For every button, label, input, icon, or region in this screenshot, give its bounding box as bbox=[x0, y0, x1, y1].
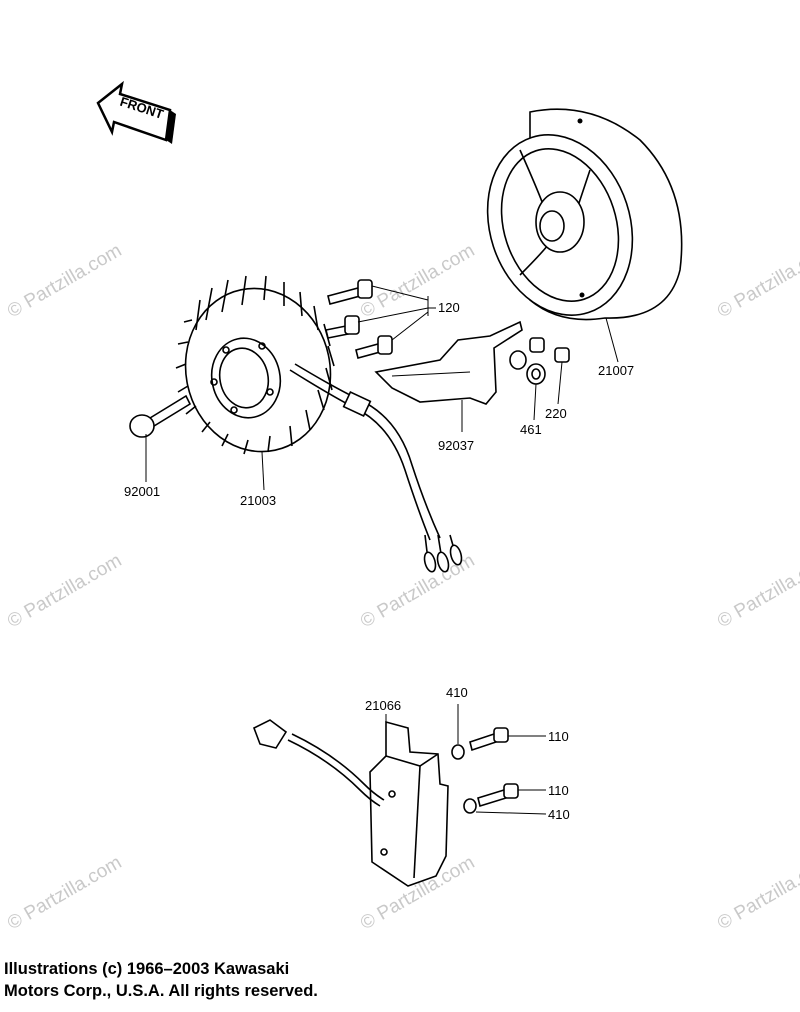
part-label-21003: 21003 bbox=[240, 493, 276, 508]
stator-coil bbox=[175, 275, 463, 573]
watermark: © Partzilla.com bbox=[4, 852, 125, 934]
regulator-21066 bbox=[252, 704, 547, 887]
part-label-92037: 92037 bbox=[438, 438, 474, 453]
watermark: © Partzilla.com bbox=[714, 550, 800, 632]
fastener-461-220 bbox=[509, 337, 570, 421]
watermark: © Partzilla.com bbox=[4, 240, 125, 322]
copyright-notice: Illustrations (c) 1966–2003 Kawasaki Mot… bbox=[4, 958, 524, 1002]
part-label-120: 120 bbox=[438, 300, 460, 315]
part-label-92001: 92001 bbox=[124, 484, 160, 499]
part-label-110-top: 110 bbox=[548, 729, 569, 744]
watermark: © Partzilla.com bbox=[714, 852, 800, 934]
screw-120-group bbox=[325, 279, 436, 359]
part-labels: 120 21007 461 220 92037 92001 21003 2106… bbox=[124, 300, 634, 822]
front-arrow-icon: FRONT bbox=[96, 80, 176, 144]
part-label-410-bottom: 410 bbox=[548, 807, 570, 822]
part-label-21007: 21007 bbox=[598, 363, 634, 378]
watermark: © Partzilla.com bbox=[4, 550, 125, 632]
part-label-410-top: 410 bbox=[446, 685, 468, 700]
part-label-461: 461 bbox=[520, 422, 542, 437]
bracket-92037 bbox=[374, 320, 523, 432]
copyright-line-2: Motors Corp., U.S.A. All rights reserved… bbox=[4, 982, 318, 1000]
part-label-21066: 21066 bbox=[365, 698, 401, 713]
copyright-line-1: Illustrations (c) 1966–2003 Kawasaki bbox=[4, 960, 290, 978]
part-label-110-bottom: 110 bbox=[548, 783, 569, 798]
part-label-220: 220 bbox=[545, 406, 567, 421]
watermark: © Partzilla.com bbox=[714, 240, 800, 322]
bolt-92001 bbox=[129, 394, 192, 482]
flywheel-rotor bbox=[486, 108, 683, 321]
